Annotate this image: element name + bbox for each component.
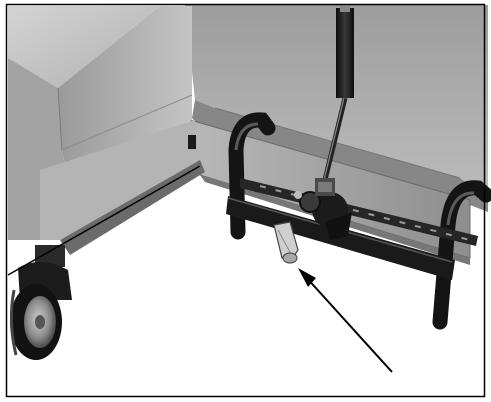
release-pin-icon bbox=[273, 221, 299, 264]
arrow-icon bbox=[298, 268, 393, 373]
floor-edge bbox=[7, 165, 201, 276]
caster-wheel-icon bbox=[9, 245, 72, 360]
gas-spring-icon bbox=[322, 6, 354, 181]
foot-pedal-icon bbox=[294, 178, 352, 240]
frame-border bbox=[5, 3, 486, 398]
